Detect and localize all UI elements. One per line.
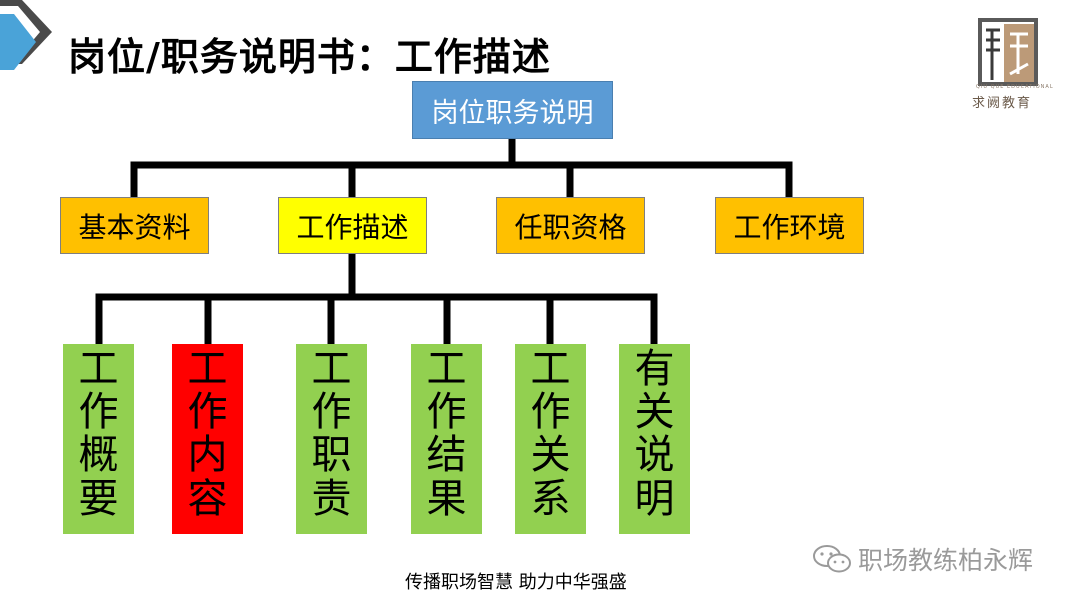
node-basic-info: 基本资料: [60, 197, 209, 254]
node-work-overview: 工作概要: [63, 344, 134, 534]
node-job-description: 工作描述: [278, 197, 427, 254]
footer-slogan: 传播职场智慧 助力中华强盛: [405, 572, 627, 593]
node-related-notes: 有关说明: [619, 344, 690, 534]
logo-name: 求阙教育: [972, 96, 1033, 111]
watermark-text: 职场教练柏永辉: [858, 546, 1034, 575]
node-work-environment: 工作环境: [715, 197, 864, 254]
corner-chevron-decoration: [0, 0, 52, 70]
wechat-watermark: 职场教练柏永辉: [812, 541, 1033, 577]
node-work-duties: 工作职责: [296, 344, 367, 534]
node-qualifications: 任职资格: [496, 197, 645, 254]
logo-icon: [978, 18, 1038, 86]
logo-subtitle: QIU QUE EDUCATIONAL: [976, 84, 1054, 90]
wechat-icon: [813, 545, 851, 573]
node-work-relations: 工作关系: [515, 344, 586, 534]
page-title: 岗位/职务说明书：工作描述: [68, 35, 551, 79]
node-work-content: 工作内容: [172, 344, 243, 534]
node-root: 岗位职务说明: [412, 81, 613, 139]
node-work-results: 工作结果: [411, 344, 482, 534]
